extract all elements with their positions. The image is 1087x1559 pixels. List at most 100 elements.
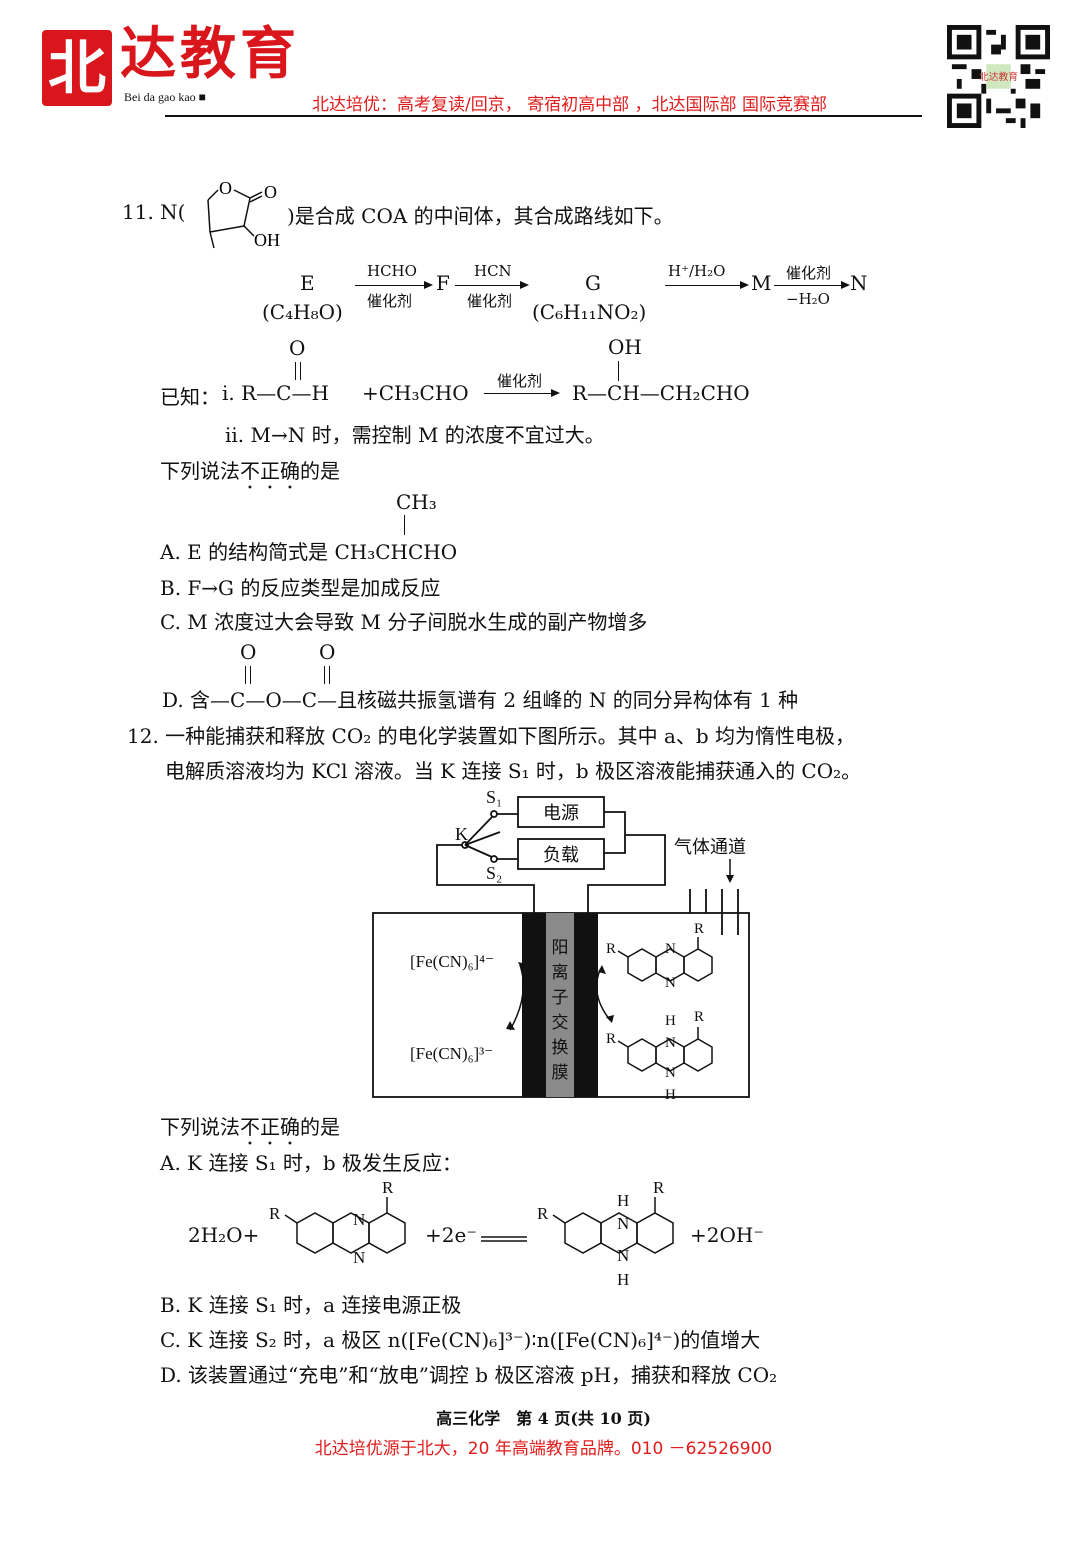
route-arrow (774, 281, 850, 289)
equation-left: 2H₂O+ (188, 1223, 260, 1247)
svg-text:H: H (665, 1013, 676, 1029)
route-g-formula: (C₆H₁₁NO₂) (532, 300, 647, 324)
known-i-reagent: +CH₃CHO (362, 381, 469, 405)
svg-text:H: H (617, 1191, 629, 1210)
q11-question: 下列说法不正确的是 (160, 459, 340, 483)
known-arrow (484, 389, 560, 397)
route-e: E (300, 271, 315, 295)
single-bond (618, 361, 619, 381)
route-reagent: H⁺/H₂O (668, 262, 726, 280)
known-o: O (289, 336, 306, 360)
q11-option-a: A. E 的结构简式是 CH₃CHCHO (160, 540, 458, 564)
q11-intro: )是合成 COA 的中间体，其合成路线如下。 (287, 204, 674, 228)
equation-structures: RR NN RR NN HH (269, 1178, 674, 1289)
svg-text:R: R (606, 1031, 616, 1047)
svg-text:R: R (269, 1204, 281, 1223)
switch-s1-label: S₁ (486, 787, 502, 807)
known-ii: ii. M→N 时，需控制 M 的浓度不宜过大。 (225, 423, 605, 447)
logo-pinyin: Bei da gao kao ■ (124, 90, 206, 104)
route-catalyst: 催化剂 (467, 292, 513, 310)
q12-question: 下列说法不正确的是 (160, 1115, 340, 1139)
known-i-product: R—CH—CH₂CHO (572, 381, 750, 405)
opt-d-o: O (240, 640, 257, 664)
route-e-formula: (C₄H₈O) (262, 300, 343, 324)
q12-option-b: B. K 连接 S₁ 时，a 连接电源正极 (160, 1293, 462, 1317)
svg-text:N: N (617, 1214, 629, 1233)
equation-right: +2OH⁻ (690, 1223, 764, 1247)
ferrocyanide-label: [Fe(CN)₆]⁴⁻ (410, 952, 494, 971)
svg-text:N: N (665, 941, 676, 957)
q11-option-c: C. M 浓度过大会导致 M 分子间脱水生成的副产物增多 (160, 610, 648, 634)
q12-stem-line2: 电解质溶液均为 KCl 溶液。当 K 连接 S₁ 时，b 极区溶液能捕获通入的 … (165, 759, 862, 783)
svg-text:N: N (665, 975, 676, 991)
svg-text:子: 子 (552, 988, 569, 1007)
q11-option-b: B. F→G 的反应类型是加成反应 (160, 576, 441, 600)
svg-text:N: N (353, 1210, 365, 1229)
switch-s2-label: S₂ (486, 863, 502, 883)
carbonyl-oxygen: O (264, 182, 277, 202)
route-arrow (665, 281, 749, 289)
opt-a-ch3: CH₃ (396, 490, 437, 514)
header-tagline: 北达培优：高考复读/回京， 寄宿初高中部 ，北达国际部 国际竞赛部 (312, 95, 827, 115)
route-arrow (355, 281, 433, 289)
power-source-label: 电源 (543, 803, 579, 823)
known-i-reactant: i. R—C—H (222, 381, 329, 405)
logo-mark: 北 (42, 30, 112, 106)
svg-text:H: H (665, 1087, 676, 1103)
q12-stem-line1: 12. 一种能捕获和释放 CO₂ 的电化学装置如下图所示。其中 a、b 均为惰性… (127, 724, 856, 748)
svg-text:交: 交 (552, 1013, 569, 1032)
known-oh: OH (608, 335, 642, 359)
route-catalyst: 催化剂 (367, 292, 413, 310)
svg-text:H: H (617, 1270, 629, 1289)
electrochemical-device-diagram: K S₁ S₂ 电源 负载 气体通道 [Fe(CN)₆]⁴⁻ [Fe(CN)₆]… (372, 787, 750, 1103)
route-arrow (455, 281, 529, 289)
opt-d-o: O (319, 640, 336, 664)
double-bond (245, 666, 251, 684)
double-bond (295, 362, 301, 380)
svg-text:N: N (665, 1065, 676, 1081)
double-bond (324, 666, 330, 684)
svg-text:R: R (694, 921, 704, 937)
hydroxyl-group: OH (254, 230, 280, 250)
svg-text:R: R (606, 941, 616, 957)
route-reagent: HCN (474, 262, 512, 280)
q11-option-d: D. 含—C—O—C—且核磁共振氢谱有 2 组峰的 N 的同分异构体有 1 种 (162, 688, 799, 712)
svg-text:N: N (665, 1035, 676, 1051)
svg-text:离: 离 (552, 963, 569, 982)
route-n: N (850, 271, 868, 295)
qr-label: 北达教育 (979, 70, 1018, 83)
q12-option-a: A. K 连接 S₁ 时，b 极发生反应： (160, 1151, 463, 1175)
svg-text:换: 换 (552, 1038, 569, 1057)
logo-name: 达教育 (120, 21, 300, 87)
known-i-catalyst: 催化剂 (497, 372, 543, 390)
svg-text:N: N (353, 1248, 365, 1267)
ferricyanide-label: [Fe(CN)₆]³⁻ (410, 1044, 493, 1063)
route-catalyst: 催化剂 (786, 264, 832, 282)
qr-code: 北达教育 (947, 25, 1050, 128)
equation-middle: +2e⁻ (425, 1223, 477, 1247)
q12-option-d: D. 该装置通过“充电”和“放电”调控 b 极区溶液 pH，捕获和释放 CO₂ (160, 1363, 778, 1387)
svg-text:R: R (694, 1009, 704, 1025)
route-m: M (751, 271, 772, 295)
switch-k-label: K (455, 824, 468, 844)
svg-text:R: R (382, 1178, 394, 1197)
route-reagent: −H₂O (786, 290, 830, 308)
gas-channel-label: 气体通道 (674, 837, 746, 857)
svg-text:R: R (653, 1178, 665, 1197)
load-label: 负载 (543, 845, 579, 865)
known-label: 已知： (160, 385, 220, 409)
q12-option-c: C. K 连接 S₂ 时，a 极区 n([Fe(CN)₆]³⁻)∶n([Fe(C… (160, 1328, 761, 1352)
gas-inlet-arrow-icon (726, 875, 734, 883)
q11-n-structure: O O OH (207, 178, 280, 250)
q11-number: 11. N( (122, 200, 186, 224)
route-g: G (585, 271, 601, 295)
ring-oxygen: O (219, 178, 232, 198)
footer-ad: 北达培优源于北大，20 年高端教育品牌。010 －62526900 (314, 1439, 773, 1459)
header-divider (165, 115, 922, 117)
route-reagent: HCHO (367, 262, 417, 280)
svg-text:阳: 阳 (552, 938, 569, 957)
single-bond (404, 515, 405, 535)
svg-text:膜: 膜 (552, 1063, 569, 1082)
page-number: 高三化学 第 4 页(共 10 页) (436, 1409, 651, 1428)
svg-text:N: N (617, 1246, 629, 1265)
